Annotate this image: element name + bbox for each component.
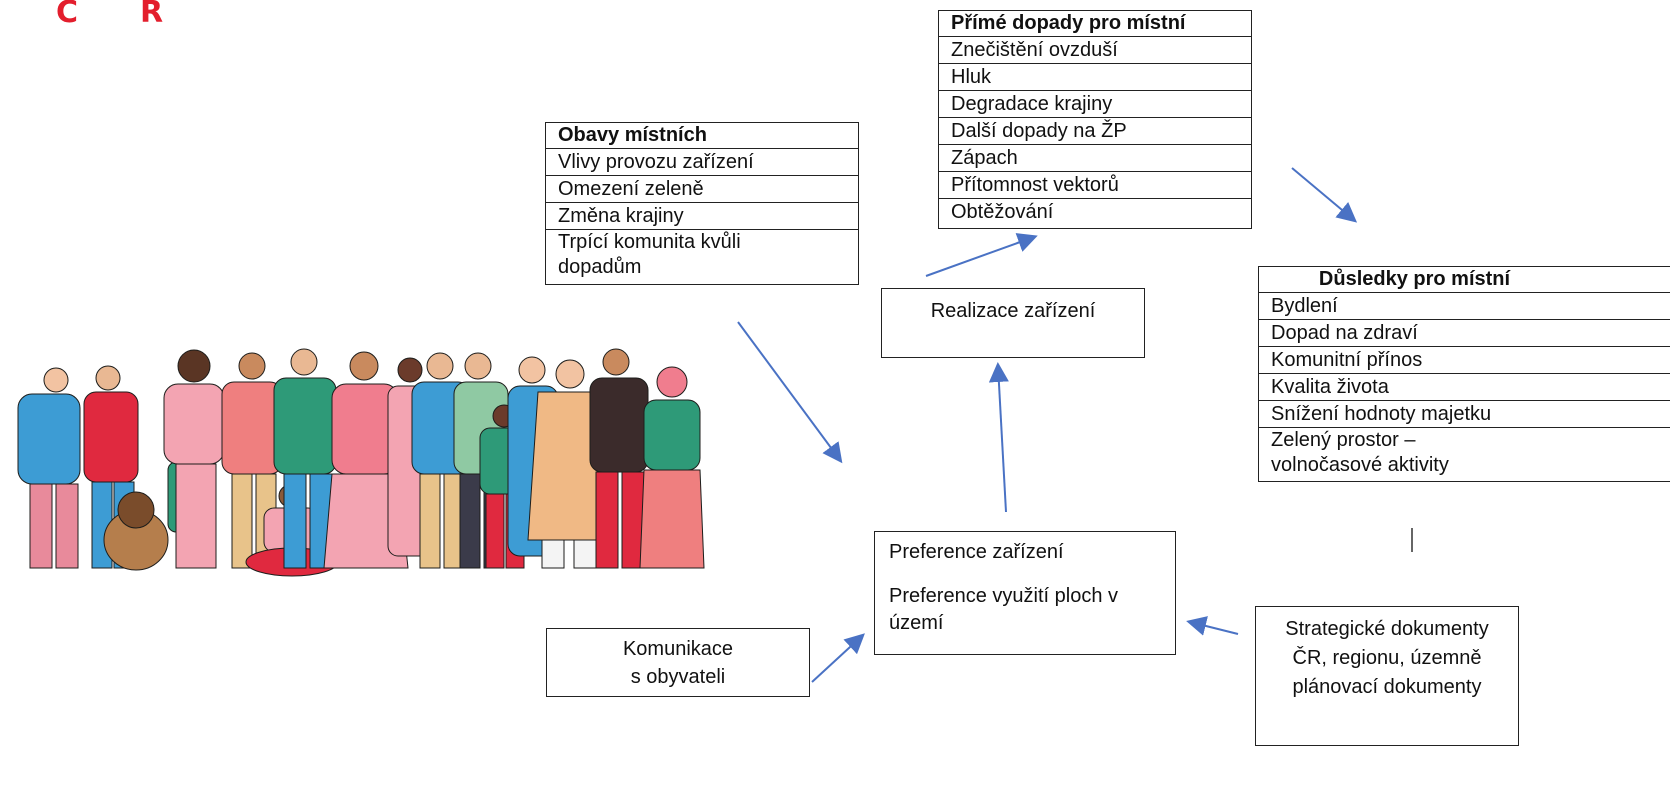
arrow-concerns-to-preferences	[737, 321, 843, 464]
communication-box: Komunikace s obyvateli	[546, 628, 810, 697]
concerns-table: Obavy místních Vlivy provozu zařízení Om…	[545, 122, 859, 285]
crowd-of-people-illustration	[17, 348, 705, 577]
preferences-box: Preference zařízení Preference využití p…	[874, 531, 1176, 655]
realization-label: Realizace zařízení	[930, 300, 1096, 322]
consequence-item: Kvalita života	[1259, 374, 1670, 401]
direct-impact-item: Obtěžování	[951, 201, 1054, 223]
arrow-preferences-to-realization	[988, 362, 1009, 513]
arrow-realization-to-impacts	[925, 233, 1038, 277]
concern-item: Omezení zeleně	[546, 176, 858, 203]
direct-impacts-title: Přímé dopady pro místní	[939, 11, 1251, 37]
consequence-item: Snížení hodnoty majetku	[1259, 401, 1670, 428]
concern-item: Vlivy provozu zařízení	[546, 149, 858, 176]
direct-impact-item: Zápach	[939, 145, 1251, 172]
arrow-impacts-to-consequences	[1291, 167, 1358, 223]
strategic-documents-box: Strategické dokumenty ČR, regionu, územn…	[1255, 606, 1519, 746]
direct-impacts-table: Přímé dopady pro místní Znečištění ovzdu…	[938, 10, 1252, 229]
strategic-label: Strategické dokumenty ČR, regionu, územn…	[1285, 618, 1489, 698]
realization-box: Realizace zařízení	[881, 288, 1145, 358]
consequences-table: Důsledky pro místní Bydlení Dopad na zdr…	[1258, 266, 1670, 482]
concern-item: Trpící komunita kvůli dopadům	[558, 231, 741, 278]
direct-impact-item: Hluk	[939, 64, 1251, 91]
preference-land-use: Preference využití ploch v území	[889, 585, 1118, 634]
direct-impact-item: Degradace krajiny	[939, 91, 1251, 118]
consequence-item: Bydlení	[1259, 293, 1670, 320]
logo-letter-c: C	[56, 0, 79, 30]
consequence-item: Zelený prostor – volnočasové aktivity	[1271, 429, 1449, 476]
concerns-title: Obavy místních	[546, 123, 858, 149]
consequence-item: Dopad na zdraví	[1259, 320, 1670, 347]
communication-line-1: Komunikace	[622, 638, 734, 660]
arrow-communication-to-preferences	[811, 633, 865, 683]
logo-letter-r: R	[140, 0, 164, 30]
arrow-strategic-to-preferences	[1186, 616, 1239, 636]
preference-facility: Preference zařízení	[889, 541, 1064, 563]
communication-line-2: s obyvateli	[630, 666, 726, 688]
consequence-item: Komunitní přínos	[1259, 347, 1670, 374]
direct-impact-item: Znečištění ovzduší	[939, 37, 1251, 64]
direct-impact-item: Přítomnost vektorů	[939, 172, 1251, 199]
direct-impact-item: Další dopady na ŽP	[939, 118, 1251, 145]
consequences-title: Důsledky pro místní	[1259, 267, 1670, 293]
concern-item: Změna krajiny	[546, 203, 858, 230]
